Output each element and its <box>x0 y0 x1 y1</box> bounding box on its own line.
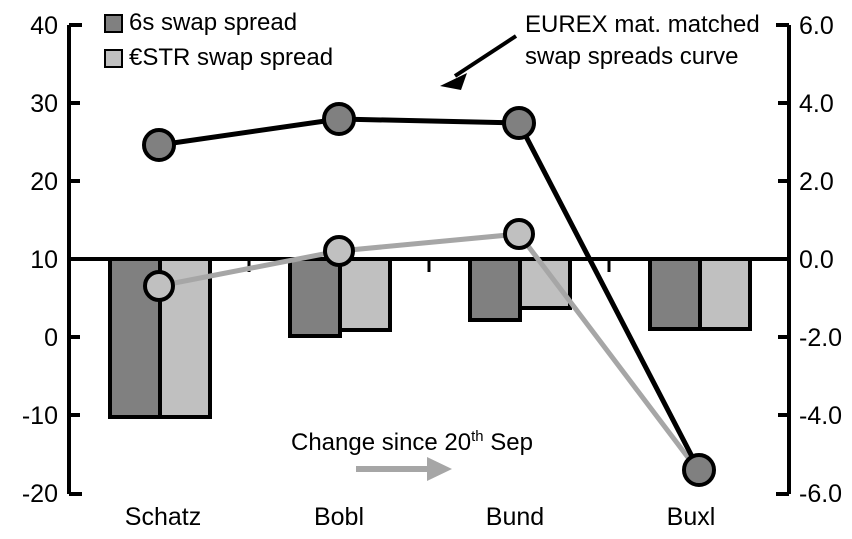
y-right-tick-label-2: 2.0 <box>799 168 834 196</box>
y-left-tick-label-neg20: -20 <box>21 480 58 508</box>
line-series-eurex-curve <box>158 116 702 472</box>
bar-group-bobl <box>288 257 392 338</box>
y-right-tick-label-neg6: -6.0 <box>799 480 843 508</box>
legend-label-6s-swap-spread: 6s swap spread <box>129 9 298 36</box>
markers-change-since <box>143 218 535 302</box>
annotation-change-since: Change since 20th Sep <box>291 428 533 457</box>
line-series-change-since <box>158 231 701 474</box>
y-left-tick-label-20: 20 <box>30 168 58 196</box>
y-right-tick-label-4: 4.0 <box>799 90 834 118</box>
y-left-tick-label-10: 10 <box>30 246 58 274</box>
x-category-label-buxl: Buxl <box>666 503 716 531</box>
bar-6s-buxl <box>648 257 702 331</box>
bar-6s-bobl <box>288 257 342 338</box>
markers-eurex-curve <box>142 102 716 487</box>
bar-estr-bobl <box>338 257 392 332</box>
y-right-tick-label-neg2: -2.0 <box>799 324 843 352</box>
y-left-tick-label-neg10: -10 <box>21 402 58 430</box>
x-category-label-bobl: Bobl <box>313 503 365 531</box>
legend-item-estr-swap-spread: €STR swap spread <box>104 46 333 70</box>
y-right-tick-label-0: 0.0 <box>799 246 834 274</box>
x-category-label-bund: Bund <box>485 503 545 531</box>
legend-label-estr-swap-spread: €STR swap spread <box>129 44 334 71</box>
y-left-tick-label-30: 30 <box>30 90 58 118</box>
bar-group-buxl <box>648 257 752 331</box>
y-right-tick-label-neg4: -4.0 <box>799 402 843 430</box>
annotation-change-suffix: Sep <box>483 429 533 456</box>
annotation-arrow-change-icon <box>356 457 452 481</box>
bar-estr-buxl <box>698 257 752 331</box>
bar-6s-bund <box>468 257 522 322</box>
annotation-change-superscript: th <box>471 429 484 445</box>
annotation-arrow-eurex-icon <box>440 34 518 90</box>
y-left-tick-label-0: 0 <box>44 324 58 352</box>
y-left-tick-label-40: 40 <box>30 12 58 40</box>
annotation-eurex-curve-line1: EUREX mat. matched <box>525 11 760 38</box>
y-right-tick-label-6: 6.0 <box>799 12 834 40</box>
x-category-label-schatz: Schatz <box>124 503 202 531</box>
legend-swatch-dark-icon <box>104 13 123 33</box>
annotation-eurex-curve-line2: swap spreads curve <box>525 43 739 70</box>
annotation-change-prefix: Change since 20 <box>291 429 472 456</box>
legend-swatch-light-icon <box>104 48 123 68</box>
legend-item-6s-swap-spread: 6s swap spread <box>104 11 297 35</box>
bar-group-bund <box>468 257 572 322</box>
